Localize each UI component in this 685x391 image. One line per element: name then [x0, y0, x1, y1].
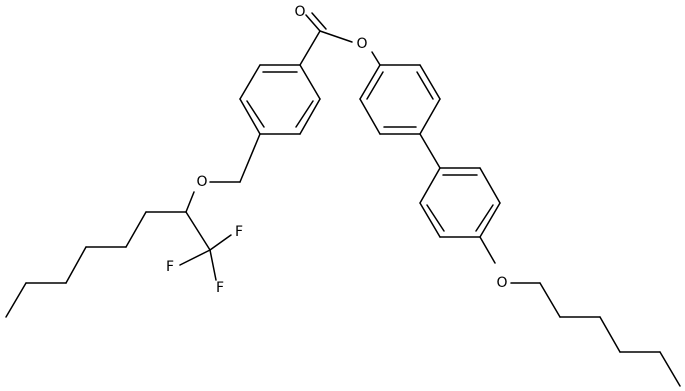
biaryl-bond	[419, 133, 441, 169]
bond	[539, 282, 561, 318]
bond	[239, 133, 261, 183]
fluorine-label: F	[235, 224, 243, 240]
bond	[359, 64, 381, 100]
bond	[299, 98, 321, 135]
bond	[479, 236, 496, 264]
oxygen-label: O	[196, 174, 207, 190]
aromatic-bond	[475, 204, 494, 232]
fluorine-label: F	[216, 280, 224, 296]
bond	[479, 167, 501, 204]
bond	[299, 30, 321, 66]
bond	[209, 249, 217, 281]
bond	[179, 249, 211, 266]
oxygen-label: O	[294, 4, 305, 20]
bond	[599, 316, 621, 353]
bond	[65, 246, 87, 284]
aromatic-bond	[366, 71, 384, 100]
bond	[125, 211, 147, 248]
bond	[299, 64, 321, 100]
bond	[419, 64, 441, 100]
bond	[185, 191, 195, 213]
bond	[185, 211, 211, 251]
double-bond	[311, 12, 327, 30]
bond	[239, 64, 261, 100]
bond	[419, 167, 441, 204]
aromatic-bond	[295, 100, 314, 128]
oxygen-label: O	[496, 275, 507, 291]
bond	[659, 351, 681, 387]
aromatic-bond	[416, 71, 434, 100]
bond	[371, 51, 381, 66]
bond	[479, 202, 501, 238]
fluorine-label: F	[166, 259, 174, 275]
biphenyl-ring-lower	[419, 167, 501, 238]
aromatic-bond	[246, 100, 265, 128]
biphenyl-ring-upper	[359, 64, 441, 135]
double-bond	[305, 14, 321, 32]
bond	[419, 202, 441, 238]
bond	[419, 98, 441, 135]
benzoate-ring	[239, 64, 321, 135]
bond	[5, 282, 27, 318]
hexyloxy-chain	[479, 236, 681, 387]
fluoroalkyl-ether-chain	[5, 133, 261, 318]
bond	[319, 30, 353, 43]
ester-group	[299, 12, 381, 66]
bond	[359, 98, 381, 135]
aromatic-bond	[426, 204, 445, 232]
oxygen-label: O	[356, 36, 367, 52]
bond	[209, 234, 232, 251]
bond	[239, 98, 261, 135]
